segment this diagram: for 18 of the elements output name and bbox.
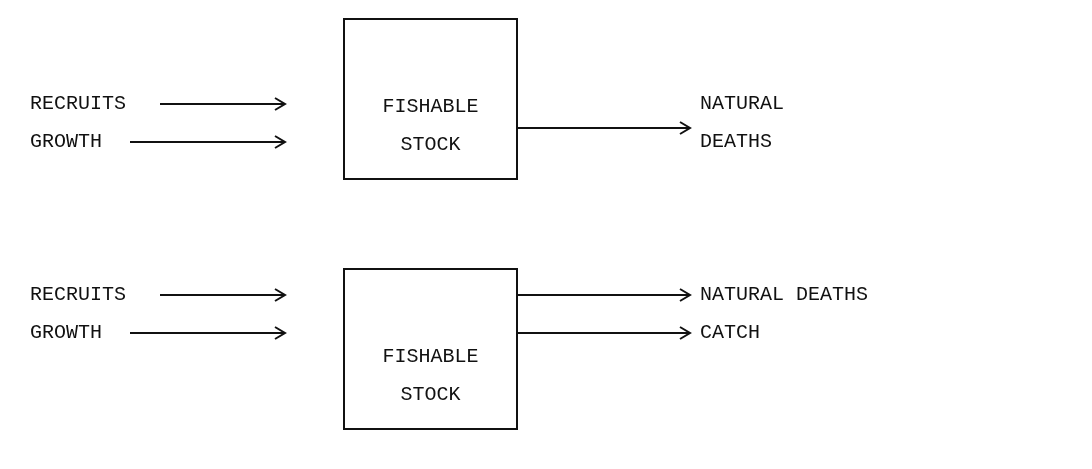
flow-label: CATCH	[700, 320, 761, 346]
box-label: FISHABLE STOCK	[381, 94, 480, 158]
box-label: FISHABLE STOCK	[381, 344, 480, 408]
flow-label: GROWTH	[30, 129, 103, 155]
flow-label: NATURAL DEATHS	[700, 282, 870, 308]
flow-label: RECRUITS	[30, 91, 127, 117]
arrow	[129, 135, 286, 149]
arrow	[517, 121, 691, 135]
arrow	[517, 326, 691, 340]
stock-box	[343, 268, 518, 430]
arrow	[159, 97, 286, 111]
arrow	[129, 326, 286, 340]
flow-label: GROWTH	[30, 320, 103, 346]
flow-label: RECRUITS	[30, 282, 127, 308]
stock-box	[343, 18, 518, 180]
arrow	[517, 288, 691, 302]
arrow	[159, 288, 286, 302]
flow-label: NATURAL DEATHS	[700, 91, 785, 155]
